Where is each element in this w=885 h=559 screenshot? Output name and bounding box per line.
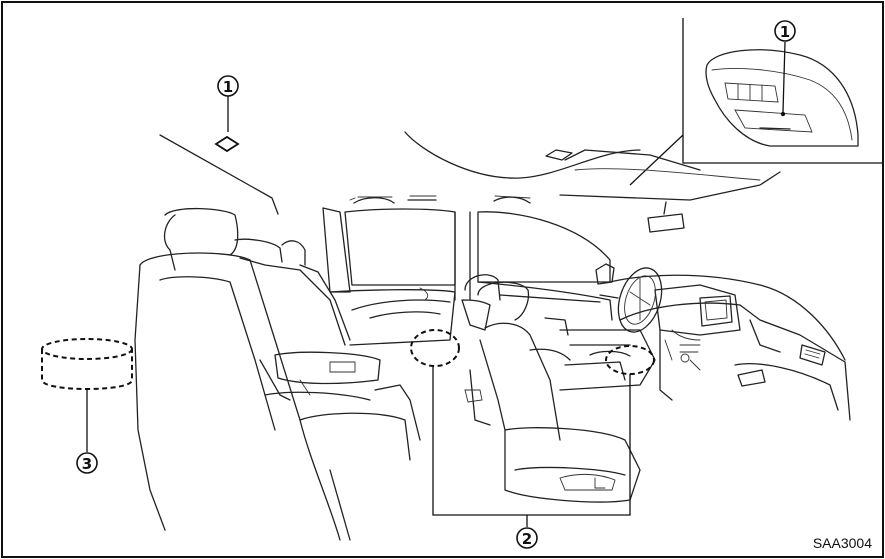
callout-3-group: 3 [41,338,133,474]
callout-3-circle [76,452,98,474]
callout-1-inset-group: 1 [774,20,796,42]
inset-overhead-console [629,18,883,186]
car-interior-line-art [134,131,851,541]
trunk-area-top [41,338,133,360]
callout-1-roof-group: 1 [214,75,240,153]
callout-2-floor: 2 [522,530,532,548]
callout-1-inset: 1 [780,23,790,41]
callout-3-trunk: 3 [82,455,92,473]
callout-2-group: 2 [410,329,655,549]
dome-light [545,149,573,161]
inset-sensor-dot [780,111,786,117]
callout-2-circle [516,527,538,549]
callout-1-inset-circle [774,20,796,42]
floor-area-rear [410,329,460,367]
roof-sensor [214,135,240,153]
floor-area-front [605,345,655,375]
rear-armrest [274,351,381,385]
rear-view-mirror [647,213,685,233]
steering-wheel [617,267,663,333]
figure-code: SAA3004 [813,535,872,551]
trunk-area-body [41,349,133,390]
callout-1-roof: 1 [223,78,233,96]
